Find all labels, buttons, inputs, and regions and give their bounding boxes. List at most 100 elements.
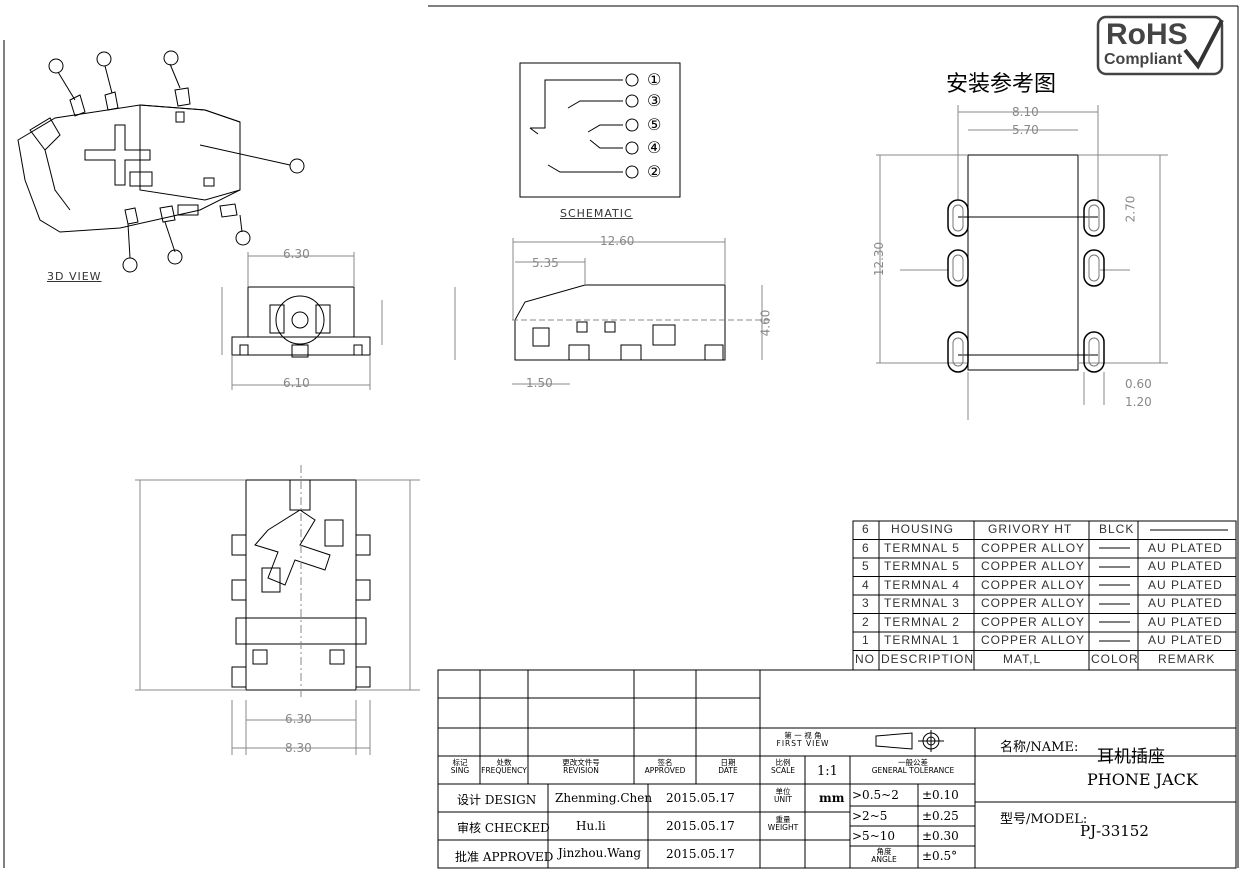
title-block-grid	[437, 669, 1237, 869]
side-view	[454, 238, 770, 385]
tolerance-value-4: ±0.5°	[922, 849, 958, 863]
header-frequency-cn: 处数	[496, 758, 512, 767]
dim-front-base: 6.10	[283, 376, 310, 390]
bom-material: COPPER ALLOY	[981, 614, 1086, 629]
first-view-cn: 第 一 视 角	[784, 731, 822, 740]
tolerance-value-2: ±0.25	[922, 809, 959, 823]
header-approved-cn: 签名	[657, 758, 673, 767]
scale-label-cn: 比例	[775, 758, 791, 767]
bom-header-material: MAT,L	[1003, 651, 1042, 666]
rohs-badge-frame	[1096, 15, 1224, 76]
approved-date: 2015.05.17	[666, 847, 735, 861]
bom-no: 5	[862, 559, 870, 573]
bom-material: COPPER ALLOY	[981, 633, 1086, 647]
tolerance-label-cn: 一般公差	[898, 758, 928, 767]
bom-row: 6 HOUSING GRIVORY HT BLCK	[853, 521, 1236, 540]
bom-description: TERMNAL 5	[884, 540, 960, 555]
bom-row: 3 TERMNAL 3 COPPER ALLOY AU PLATED	[853, 595, 1236, 614]
dim-front-width: 6.30	[283, 247, 310, 261]
schematic-pin-2: ②	[647, 162, 662, 181]
tolerance-angle-label: 角度 ANGLE	[852, 848, 916, 864]
bom-material: COPPER ALLOY	[981, 540, 1086, 555]
model-label: 型号/MODEL:	[1000, 812, 1088, 827]
schematic-label: SCHEMATIC	[560, 207, 633, 220]
checked-date: 2015.05.17	[666, 819, 735, 833]
header-date-cn: 日期	[720, 758, 736, 767]
header-frequency-en: FREQUENCY	[481, 766, 527, 775]
bom-remark: AU PLATED	[1148, 540, 1223, 555]
product-name-en: PHONE JACK	[1087, 770, 1198, 789]
unit-label-cn: 单位	[775, 787, 791, 796]
dim-side-length: 12.60	[600, 234, 635, 248]
weight-label-cn: 重量	[775, 815, 791, 824]
bom-row: 1 TERMNAL 1 COPPER ALLOY AU PLATED	[853, 632, 1236, 651]
schematic-pin-3: ③	[647, 91, 662, 110]
bom-header-row: NO DESCRIPTION MAT,L COLOR REMARK	[853, 651, 1236, 670]
tolerance-label: 一般公差 GENERAL TOLERANCE	[852, 759, 974, 775]
first-view-en: FIRST VIEW	[776, 739, 830, 748]
header-sign: 标记 SING	[444, 759, 476, 775]
view-3d	[17, 50, 305, 273]
angle-label-cn: 角度	[876, 847, 892, 856]
header-date-en: DATE	[718, 766, 738, 775]
bom-material: COPPER ALLOY	[981, 596, 1086, 610]
view-3d-label: 3D VIEW	[47, 270, 102, 283]
bom-remark: AU PLATED	[1148, 577, 1223, 592]
dim-bottom-total: 8.30	[285, 741, 312, 755]
checked-name: Hu.li	[576, 819, 606, 833]
front-view	[221, 252, 383, 390]
header-sign-cn: 标记	[452, 758, 468, 767]
scale-value: 1:1	[817, 764, 838, 779]
bom-remark: AU PLATED	[1148, 633, 1223, 647]
bom-no: 2	[862, 614, 870, 629]
product-name-cn: 耳机插座	[1097, 747, 1165, 767]
first-view-label: 第 一 视 角 FIRST VIEW	[763, 732, 843, 748]
approved-name: Jinzhou.Wang	[558, 846, 642, 860]
dim-pcb-pin-pitch: 2.70	[1123, 195, 1138, 223]
model-value: PJ-33152	[1080, 822, 1149, 840]
bom-material: COPPER ALLOY	[981, 577, 1086, 592]
tolerance-label-en: GENERAL TOLERANCE	[871, 766, 955, 775]
bom-row: 4 TERMNAL 4 COPPER ALLOY AU PLATED	[853, 577, 1236, 596]
angle-label-en: ANGLE	[871, 855, 897, 864]
tolerance-range-3: >5~10	[852, 829, 896, 843]
unit-label-en: UNIT	[774, 795, 792, 804]
design-name: Zhenming.Chen	[555, 791, 653, 805]
dim-pcb-pad-b: 1.20	[1125, 395, 1152, 409]
dim-pcb-inner-w: 5.70	[1012, 123, 1039, 137]
unit-label: 单位 UNIT	[762, 788, 804, 804]
bom-description: TERMNAL 5	[884, 559, 960, 573]
dim-side-pin: 1.50	[526, 376, 553, 390]
bom-description: HOUSING	[891, 522, 955, 536]
tolerance-range-2: >2~5	[852, 809, 888, 823]
header-approved-en: APPROVED	[644, 766, 686, 775]
bom-remark: AU PLATED	[1148, 614, 1223, 629]
bom-description: TERMNAL 3	[884, 596, 960, 610]
dim-side-height: 4.60	[758, 309, 773, 337]
dim-pcb-pad-a: 0.60	[1125, 377, 1152, 391]
dim-side-offset: 5.35	[532, 256, 559, 270]
bom-material: COPPER ALLOY	[981, 559, 1086, 573]
rohs-compliant-label: Compliant	[1104, 51, 1183, 68]
bom-remark: AU PLATED	[1148, 596, 1223, 610]
unit-value: mm	[819, 791, 845, 805]
design-label: 设计 DESIGN	[457, 793, 537, 807]
bom-remark: AU PLATED	[1148, 559, 1223, 573]
installation-title: 安装参考图	[946, 72, 1057, 97]
header-revision-cn: 更改文件号	[562, 758, 600, 767]
header-revision-en: REVISION	[563, 766, 599, 775]
bom-material: GRIVORY HT	[988, 522, 1073, 536]
header-revision: 更改文件号 REVISION	[528, 759, 634, 775]
bom-no: 6	[862, 540, 870, 555]
bom-header-color: COLOR	[1091, 651, 1139, 666]
pcb-layout	[876, 105, 1168, 420]
bom-description: TERMNAL 4	[884, 577, 960, 592]
bom-row: 2 TERMNAL 2 COPPER ALLOY AU PLATED	[853, 614, 1236, 633]
header-frequency: 处数 FREQUENCY	[480, 759, 528, 775]
bom-row: 6 TERMNAL 5 COPPER ALLOY AU PLATED	[853, 540, 1236, 559]
weight-label: 重量 WEIGHT	[762, 816, 804, 832]
bom-grid	[852, 520, 1237, 671]
bom-description: TERMNAL 2	[884, 614, 960, 629]
design-date: 2015.05.17	[666, 791, 735, 805]
